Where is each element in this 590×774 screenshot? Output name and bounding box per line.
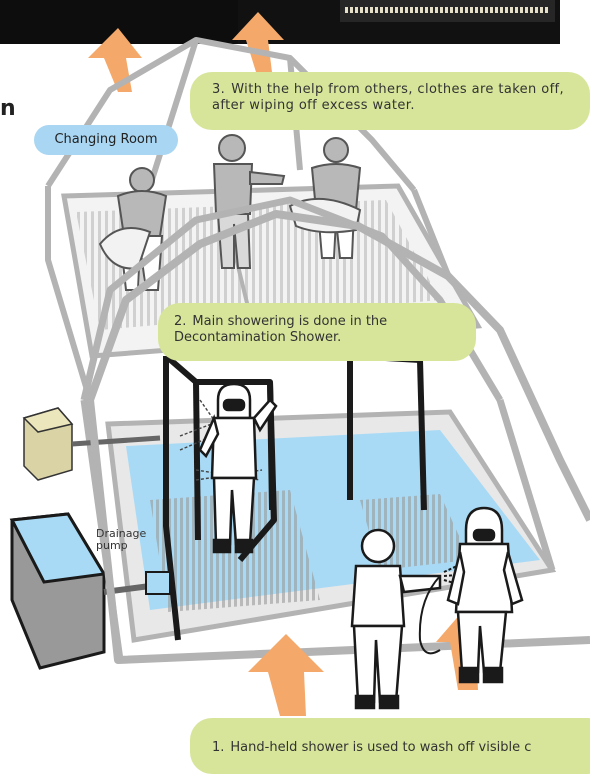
top-banner xyxy=(0,0,560,44)
control-box-icon xyxy=(22,407,161,481)
upward-arrow-icon xyxy=(248,634,324,716)
drainage-pump-icon xyxy=(145,571,171,595)
step-3-label: 3.With the help from others, clothes are… xyxy=(190,72,590,130)
step-2-text: Main showering is done in the Decontamin… xyxy=(174,314,388,345)
step-2-number: 2. xyxy=(174,314,187,329)
upward-arrow-icon xyxy=(232,12,284,72)
step-2-label: 2.Main showering is done in the Decontam… xyxy=(158,303,476,361)
tent-frame-front xyxy=(86,210,590,664)
hazmat-suit-person-icon xyxy=(446,506,524,684)
water-tank-icon xyxy=(9,512,151,670)
step-3-text: With the help from others, clothes are t… xyxy=(212,82,565,113)
hazmat-suit-person-icon xyxy=(198,382,278,554)
step-1-text: Hand-held shower is used to wash off vis… xyxy=(230,740,532,755)
drainage-pump-label: Drainage pump xyxy=(96,527,147,552)
changing-room-label: Changing Room xyxy=(34,125,178,155)
step-3-number: 3. xyxy=(212,82,226,97)
person-silhouette-icon xyxy=(350,528,442,710)
cut-heading-letter: n xyxy=(0,96,16,121)
step-1-label: 1. Hand-held shower is used to wash off v… xyxy=(190,718,590,774)
step-1-number: 1. xyxy=(212,740,225,755)
